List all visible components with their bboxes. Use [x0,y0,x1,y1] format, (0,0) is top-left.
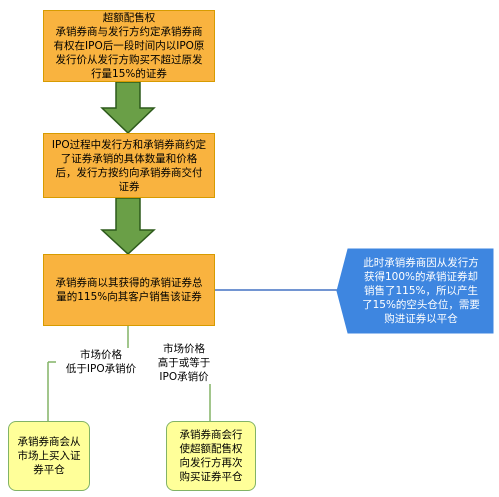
exercise-option-box: 承销券商会行 使超额配售权 向发行方再次 购买证券平仓 [166,421,256,491]
over-allotment-title: 超额配售权 [102,12,156,24]
down-arrow-1 [100,81,156,135]
market-buyback-box: 承销券商会从 市场上买入证 券平仓 [8,421,90,491]
down-arrow-2 [100,197,156,256]
ipo-delivery-box: IPO过程中发行方和承销券商约定 了证券承销的具体数量和价格 后，发行方按约向承… [43,133,215,198]
edge-label-below-ipo: 市场价格 低于IPO承销价 [56,348,146,376]
ipo-delivery-text: IPO过程中发行方和承销券商约定 了证券承销的具体数量和价格 后，发行方按约向承… [51,138,207,193]
market-buyback-text: 承销券商会从 市场上买入证 券平仓 [17,436,81,476]
over-allotment-text: 承销券商与发行方约定承销券商 有权在IPO后一段时间内以IPO原 发行价从发行方… [53,26,205,80]
short-position-note [336,248,494,334]
sell-115-text: 承销券商以其获得的承销证券总 量的115%向其客户销售该证券 [55,277,203,303]
short-position-text: 此时承销券商因从发行方 获得100%的承销证券却 销售了115%，所以产生 了1… [362,257,480,325]
exercise-option-text: 承销券商会行 使超额配售权 向发行方再次 购买证券平仓 [179,429,243,483]
sell-115-box: 承销券商以其获得的承销证券总 量的115%向其客户销售该证券 [43,254,215,326]
short-position-note-label: 此时承销券商因从发行方 获得100%的承销证券却 销售了115%，所以产生 了1… [348,248,494,334]
edge-label-above-ipo: 市场价格 高于或等于 IPO承销价 [146,342,222,384]
over-allotment-box: 超额配售权 承销券商与发行方约定承销券商 有权在IPO后一段时间内以IPO原 发… [43,10,215,82]
